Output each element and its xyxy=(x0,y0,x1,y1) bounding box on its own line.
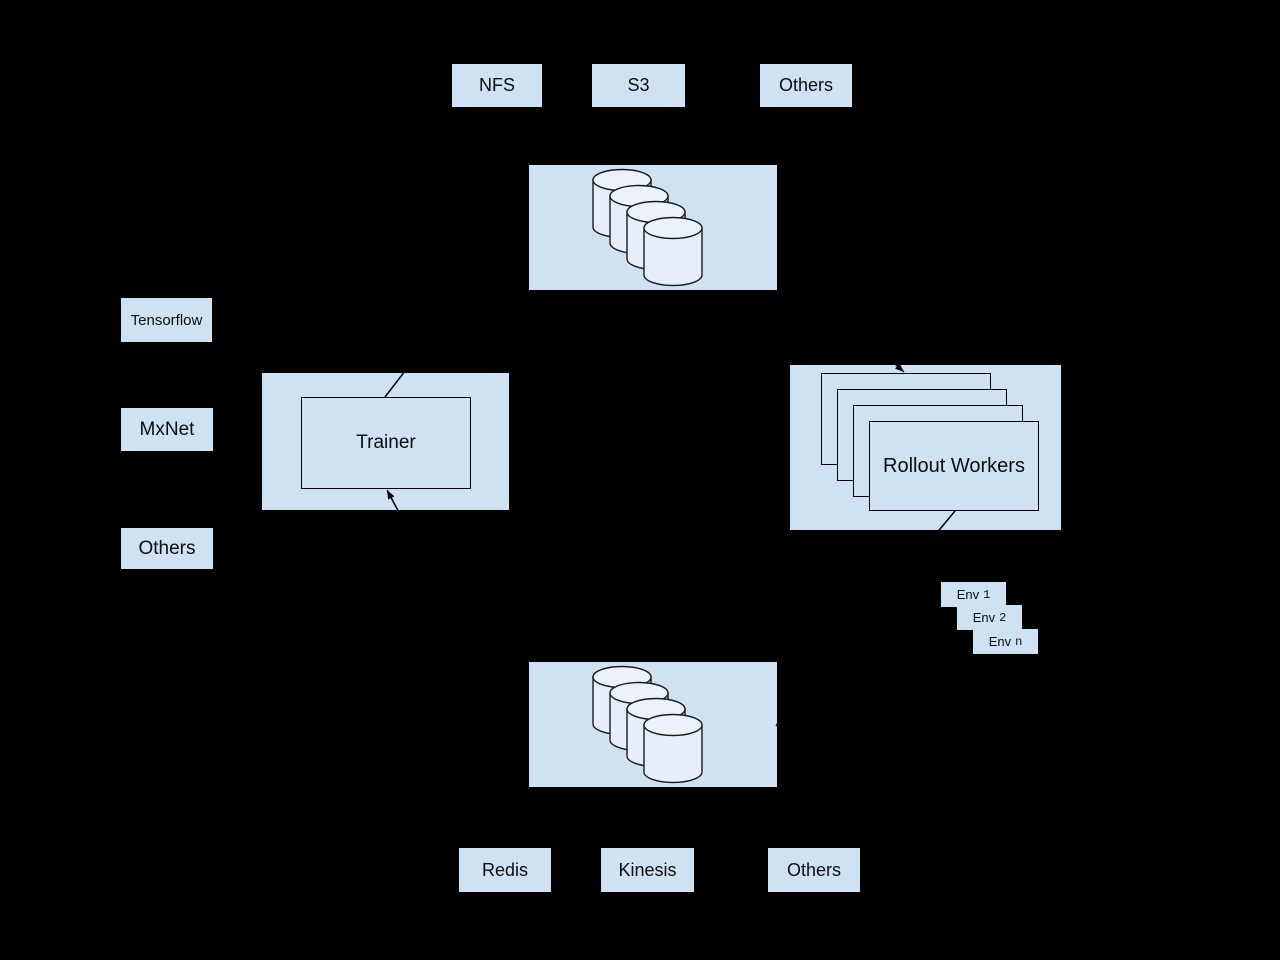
node-nfs: NFS xyxy=(452,64,542,107)
env-n-index: n xyxy=(1015,634,1023,649)
database-cylinders-icon xyxy=(592,665,703,784)
node-s3: S3 xyxy=(592,64,685,107)
node-redis-label: Redis xyxy=(481,859,529,880)
node-s3-label: S3 xyxy=(627,75,650,95)
rollout-front-box: Rollout Workers xyxy=(869,421,1039,511)
arrow-sample-storage-to-redis xyxy=(502,794,526,849)
node-mxnet: MxNet xyxy=(121,408,213,451)
node-nfs-label: NFS xyxy=(479,75,515,95)
env-1-label: Env xyxy=(956,587,980,602)
node-kinesis: Kinesis xyxy=(601,848,694,892)
node-redis: Redis xyxy=(459,848,551,892)
env-n-label: Env xyxy=(988,634,1012,649)
env-box-1: Env 1 xyxy=(941,582,1006,607)
env-box-2: Env 2 xyxy=(957,605,1022,630)
node-tensorflow-label: Tensorflow xyxy=(130,311,203,329)
node-others-frameworks: Others xyxy=(121,528,213,569)
node-others-top-label: Others xyxy=(778,75,834,95)
node-mxnet-label: MxNet xyxy=(139,418,195,440)
model-storage xyxy=(529,165,777,290)
node-tensorflow: Tensorflow xyxy=(121,298,212,342)
env-2-index: 2 xyxy=(999,610,1007,625)
arrow-model-storage-to-rollout xyxy=(779,261,905,373)
node-kinesis-label: Kinesis xyxy=(618,859,677,880)
arrow-trainer-to-model-storage xyxy=(384,214,526,398)
database-cylinders-icon xyxy=(592,168,703,287)
env-2-label: Env xyxy=(972,610,996,625)
node-others-top: Others xyxy=(760,64,852,107)
trainer-box: Trainer xyxy=(301,397,471,489)
arrow-sample-storage-to-trainer xyxy=(386,489,522,741)
rollout-workers-label: Rollout Workers xyxy=(883,454,1025,477)
trainer-label: Trainer xyxy=(356,432,416,453)
env-1-index: 1 xyxy=(983,587,991,602)
arrow-rollout-to-sample-storage xyxy=(775,510,956,727)
env-box-n: Env n xyxy=(973,629,1038,654)
sample-storage xyxy=(529,662,777,787)
node-others-bottom-label: Others xyxy=(786,859,842,880)
node-others-bottom: Others xyxy=(768,848,860,892)
node-others-frameworks-label: Others xyxy=(138,537,196,559)
